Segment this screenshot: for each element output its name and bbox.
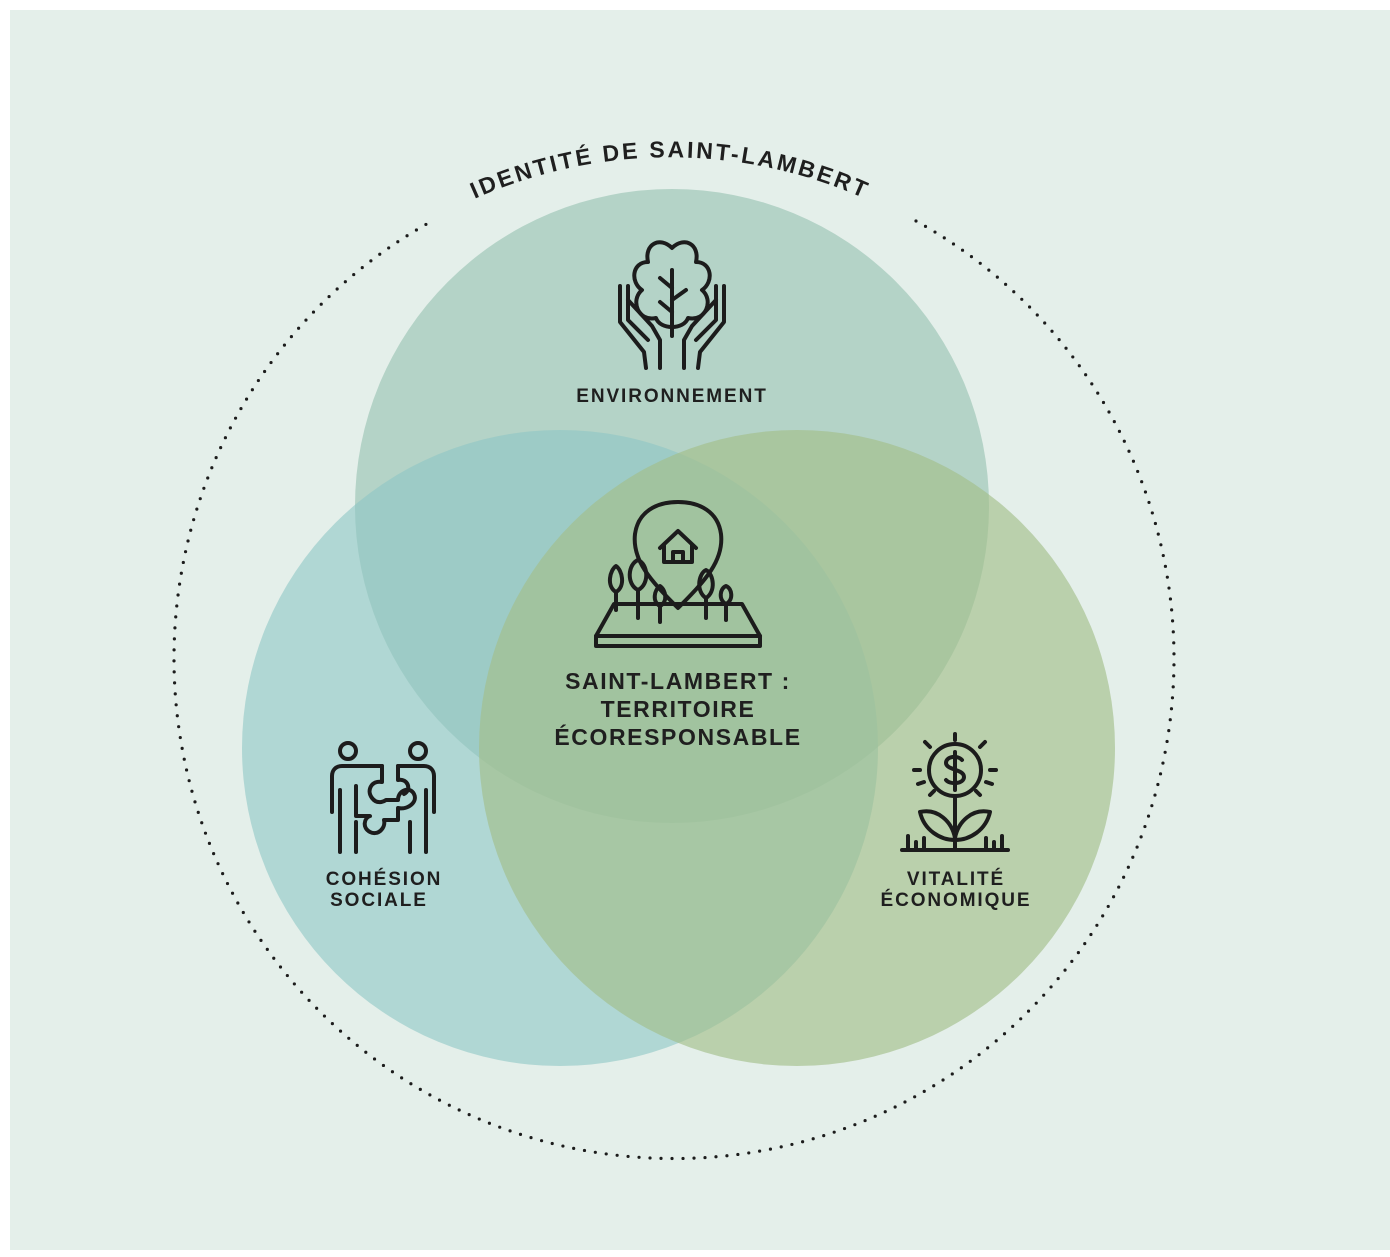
hands-tree-icon [618, 240, 726, 370]
territory-pin-icon [594, 500, 762, 648]
center-label-line-2: TERRITOIRE [601, 696, 756, 722]
money-plant-icon [900, 732, 1010, 852]
center-label-line-1: SAINT-LAMBERT : [565, 668, 791, 694]
people-puzzle-icon [330, 741, 436, 854]
economy-label-line-2: ÉCONOMIQUE [881, 889, 1032, 911]
environment-label: ENVIRONNEMENT [576, 386, 768, 407]
economy-label-line-1: VITALITÉ [907, 868, 1005, 890]
social-label-line-1: COHÉSION [326, 868, 443, 890]
social-label-line-2: SOCIALE [330, 890, 428, 911]
center-label-line-3: ÉCORESPONSABLE [554, 723, 801, 750]
